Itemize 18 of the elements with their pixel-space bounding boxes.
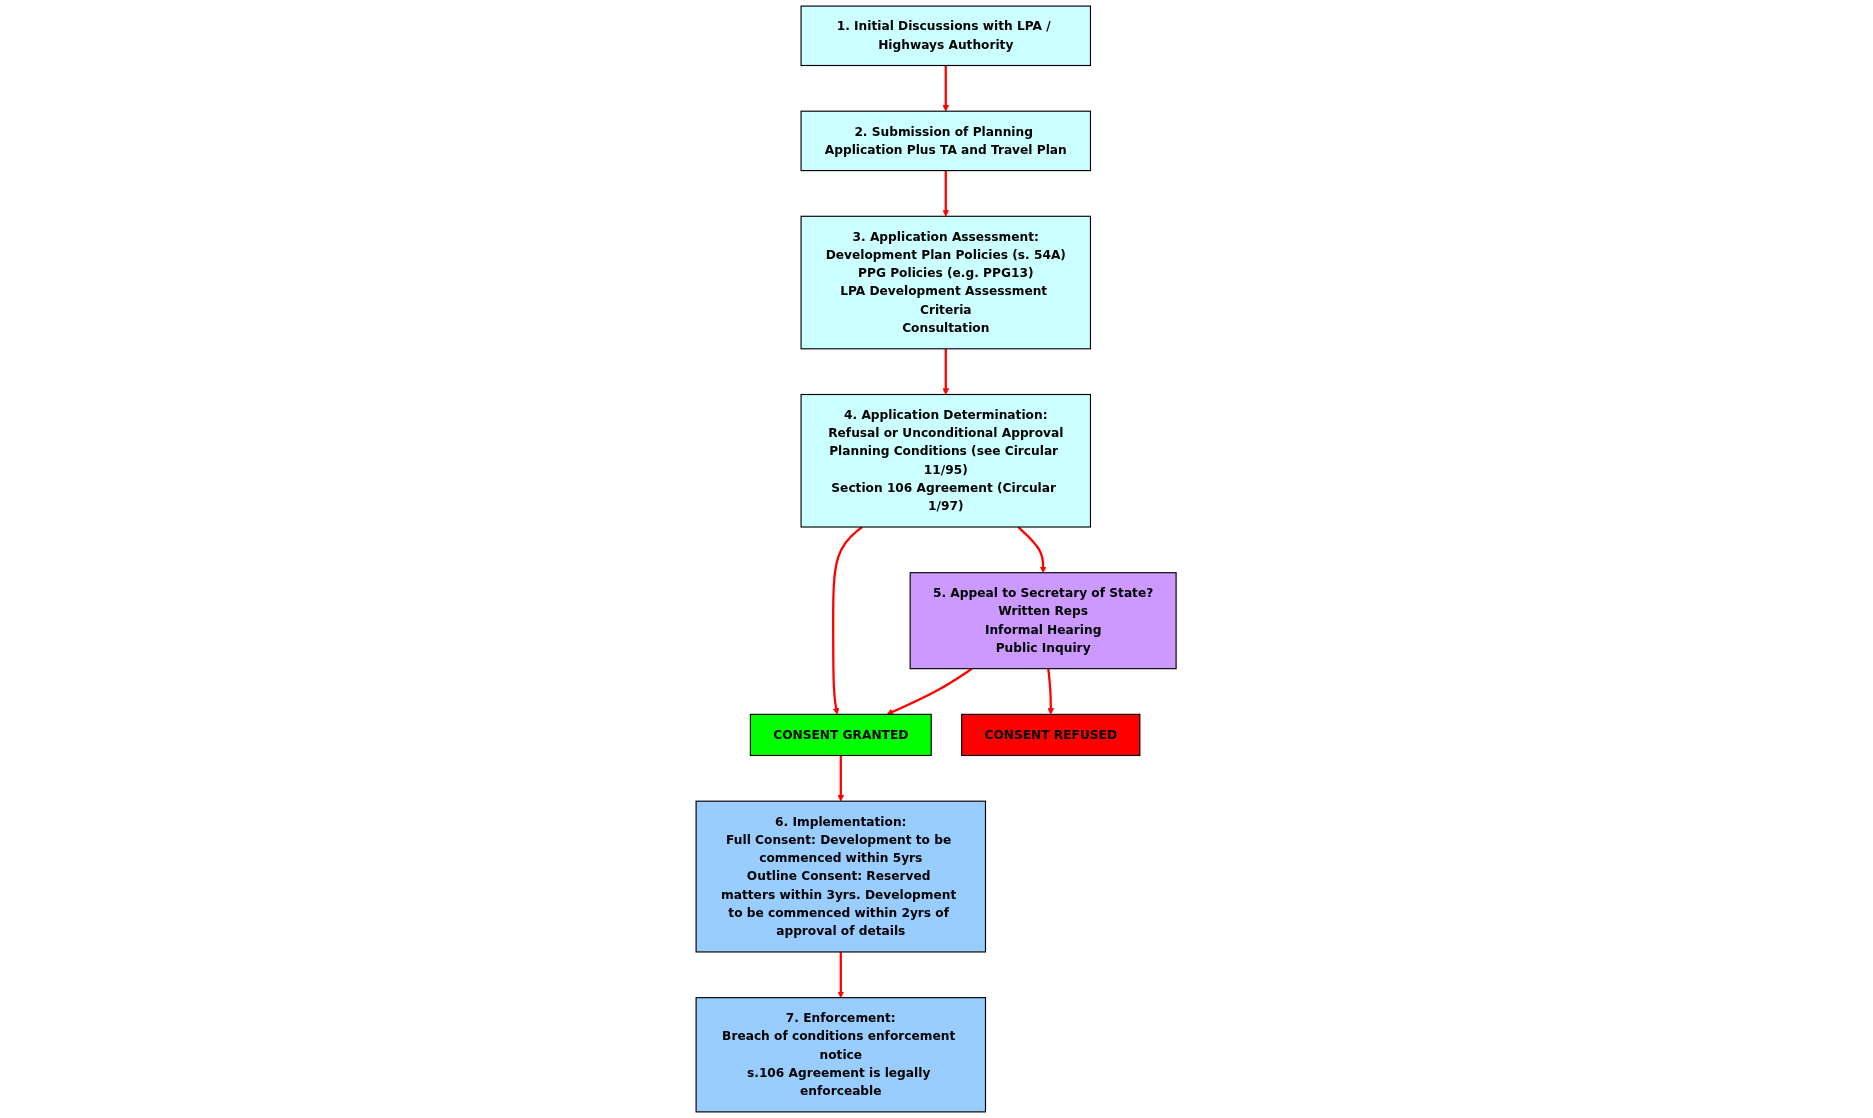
node-box: 5. Appeal to Secretary of State? Written Reps Informal Hearing Public Inquiry [910, 572, 1178, 670]
arrow [1047, 668, 1055, 715]
arrow [832, 526, 864, 715]
arrow [942, 170, 950, 217]
node-box: 2. Submission of Planning Application Plus TA and Travel Plan [800, 110, 1092, 172]
arrow [942, 348, 950, 395]
node-box: 7. Enforcement: Breach of conditions enforcement notice s.106 Agreement is legally enforceable [695, 997, 987, 1113]
node-box: CONSENT REFUSED [961, 713, 1141, 757]
arrow [837, 755, 845, 802]
node-box: CONSENT GRANTED [750, 713, 933, 757]
node-box: 4. Application Determination: Refusal or Unconditional Approval Planning Conditions (see Circular 11/95) Section 106 Agreement (Circular 1/97) [800, 393, 1092, 528]
arrow [837, 951, 845, 998]
node-box: 3. Application Assessment: Development Plan Policies (s. 54A) PPG Policies (e.g. PPG13) LPA Development Assessment Criteria Consultation [800, 215, 1092, 350]
arrow [887, 667, 974, 715]
arrow [942, 65, 950, 112]
arrow [1017, 526, 1047, 573]
node-box: 6. Implementation: Full Consent: Development to be commenced within 5yrs Outline Consent: Reserved matters within 3yrs. Development to be commenced within 2yrs of approval of details [695, 800, 987, 953]
node-box: 1. Initial Discussions with LPA / Highways Authority [800, 5, 1092, 67]
